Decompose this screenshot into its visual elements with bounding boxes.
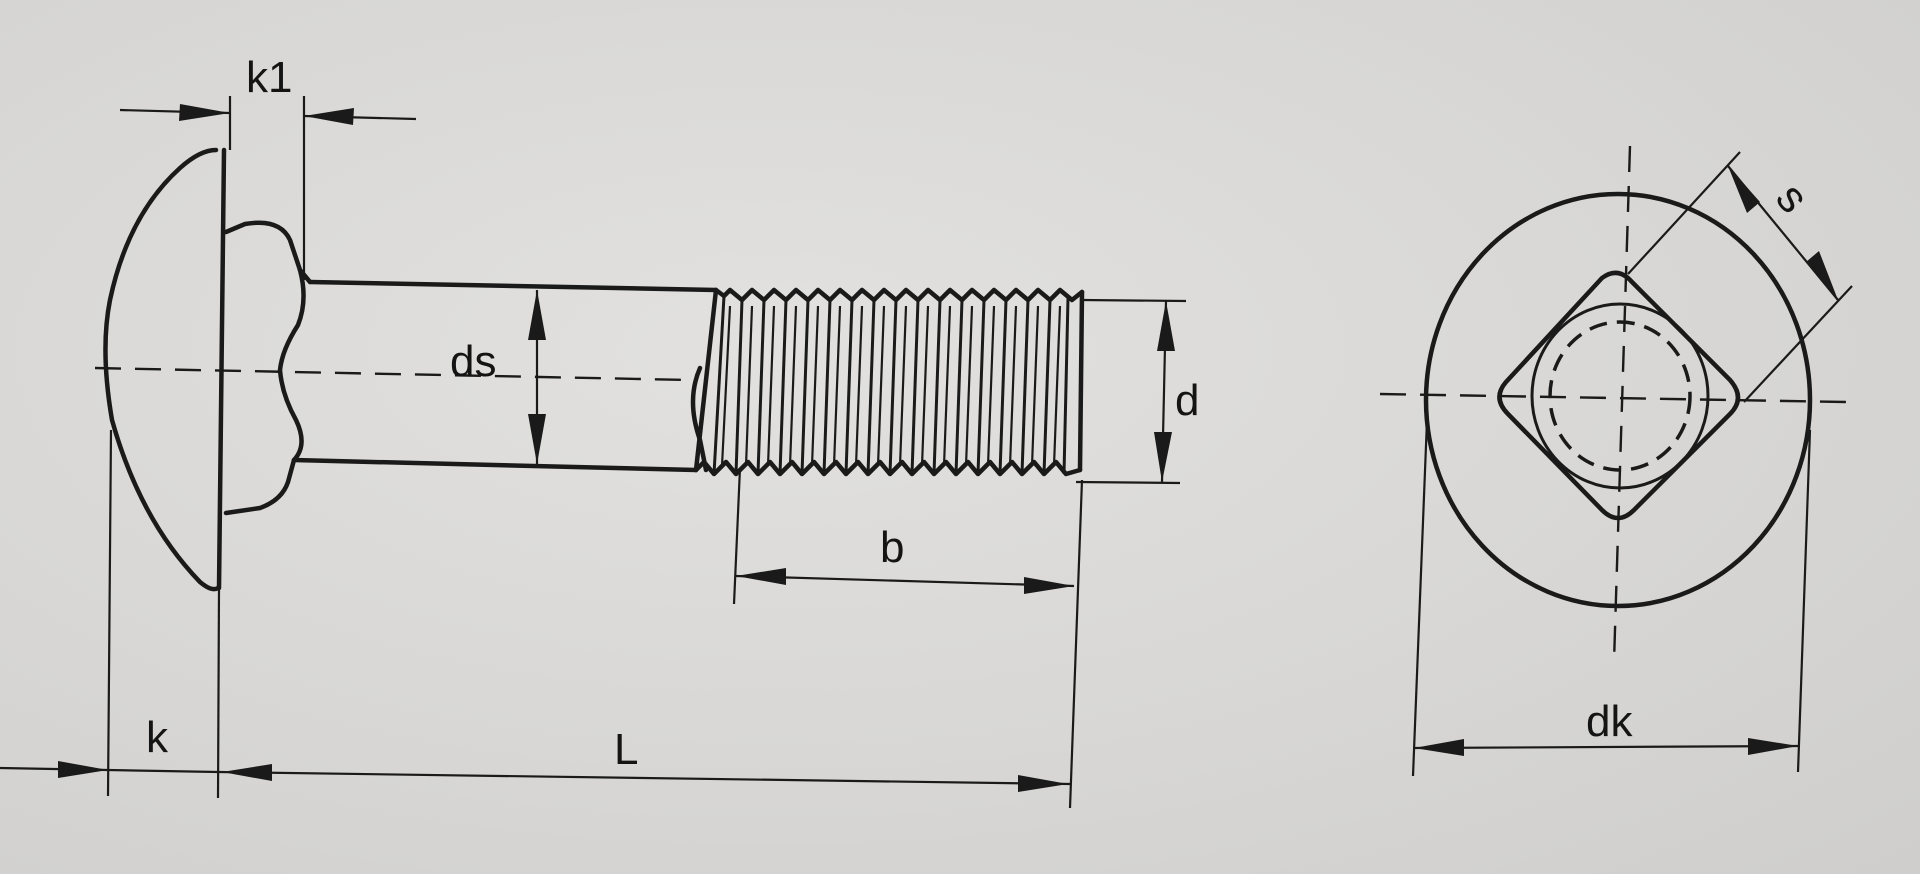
top-view-horizontal-centerline [1379,392,1847,404]
b-label: b [880,523,904,572]
s-arrow-top [1728,166,1760,213]
dk-arrow-right [1748,738,1798,755]
L-arrow-right [1018,775,1068,792]
thread-crest-bottom [693,459,1083,477]
L-label: L [614,725,638,774]
d-extension-bottom [1075,480,1181,485]
L-arrow-left [222,764,272,781]
dk-arrow-left [1414,739,1464,756]
shank-top-edge [307,279,719,293]
neck-bottom-outline [223,457,297,516]
bolt-axis-centerline [94,366,691,382]
dk-extension-left [1411,419,1429,777]
b-dimension-line [735,574,1075,588]
b-arrow-right [1024,577,1074,594]
ds-label: ds [450,337,496,386]
dimension-s: s [1627,151,1853,403]
bolt-end-line [1077,289,1085,473]
thread-crest-top [713,287,1085,303]
b-extension-right [1068,479,1084,809]
dimension-dk: dk [1411,419,1812,777]
dimension-b: b [732,467,1084,809]
dk-extension-right [1796,429,1812,773]
dk-label: dk [1586,697,1633,746]
d-extension-top [1081,298,1187,303]
s-extension-top [1627,151,1741,275]
bolt-side-view [94,147,1085,592]
square-neck-outline [1497,270,1741,521]
s-label: s [1767,174,1819,222]
ds-arrow-top [528,290,546,340]
dimension-k1: k1 [119,53,417,280]
s-extension-bottom [1743,285,1853,403]
k1-arrow-left [179,104,230,121]
k-arrow-left [58,761,108,778]
dimension-d: d [1075,298,1199,485]
k-extension-left [106,429,113,797]
k1-label: k1 [246,53,292,102]
head-outer-circle [1423,191,1813,609]
head-underside-line [216,147,227,591]
k-dimension-line [107,768,219,774]
b-arrow-left [736,568,786,585]
thread-flank-lines [712,295,1070,475]
neck-top-outline [223,220,313,285]
d-label: d [1175,376,1199,425]
k-label: k [146,713,169,762]
dk-dimension-line [1413,744,1799,750]
d-arrow-bottom [1154,432,1172,482]
thread-root-lines [720,305,1062,467]
thread-runout [690,365,709,473]
dimension-ds: ds [450,290,546,464]
bolt-top-view [1379,145,1847,663]
k1-arrow-right [304,108,354,125]
L-dimension-line [217,770,1071,786]
shank-circle [1530,302,1710,490]
dimension-k: k [0,429,221,799]
top-view-vertical-centerline [1612,145,1632,663]
ds-arrow-bottom [528,414,546,464]
dimension-L: L [217,725,1071,792]
s-arrow-bottom [1806,251,1838,300]
d-arrow-top [1157,301,1175,351]
shank-bottom-edge [291,457,699,473]
bolt-dome-head [103,147,221,592]
b-extension-left [732,467,742,605]
k-extension-right [216,587,221,799]
neck-fillet-outline [277,267,306,463]
thread-hidden-circle [1548,320,1692,472]
thread-section [690,287,1085,477]
